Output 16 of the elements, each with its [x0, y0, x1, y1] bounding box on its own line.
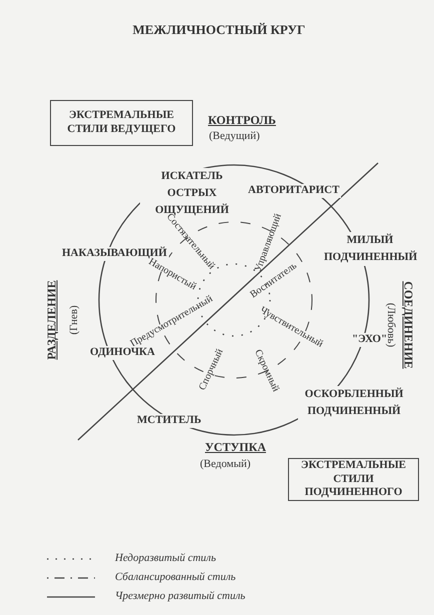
rotated-label: СОЕДИНЕНИЕ [400, 279, 416, 371]
legend-label: Чрезмерно развитый стиль [115, 590, 246, 604]
legend-label: Сбалансированный стиль [115, 571, 236, 585]
label: МИЛЫЙ ПОДЧИНЕННЫЙ [322, 232, 418, 266]
rotated-label: (Гнев) [68, 305, 82, 335]
text-box: ЭКСТРЕМАЛЬНЫЕ СТИЛИ ВЕДУЩЕГО [50, 100, 193, 146]
rotated-label: РАЗДЕЛЕНИЕ [44, 278, 60, 362]
label: (Ведомый) [200, 458, 251, 472]
legend-label: Недоразвитый стиль [115, 552, 216, 566]
label: (Ведущий) [209, 130, 260, 144]
label: ОДИНОЧКА [88, 346, 157, 360]
label: МСТИТЕЛЬ [135, 414, 204, 428]
text-box: ЭКСТРЕМАЛЬНЫЕ СТИЛИ ПОДЧИНЕННОГО [288, 458, 419, 501]
label: УСТУПКА [203, 440, 268, 455]
label: КОНТРОЛЬ [206, 113, 278, 128]
label: АВТОРИТАРИСТ [246, 184, 342, 198]
